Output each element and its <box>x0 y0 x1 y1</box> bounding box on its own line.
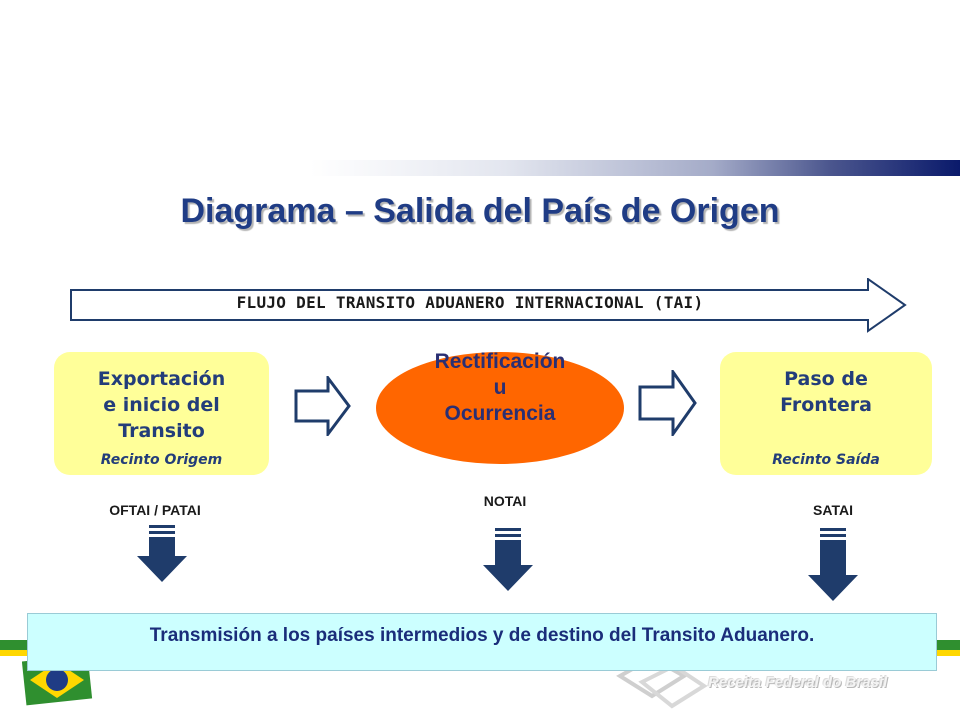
stage-rectification-label: Rectificación u Ocurrencia <box>434 350 566 425</box>
message-code-left: OFTAI / PATAI <box>109 502 201 518</box>
down-arrow-right <box>808 528 858 601</box>
receita-logo-text: Receita Federal do Brasil <box>708 674 888 691</box>
hollow-arrow-1 <box>294 376 351 436</box>
stage-export-title: Exportación e inicio del Transito <box>97 368 226 442</box>
hollow-arrow-2 <box>638 370 697 436</box>
footer-message-box <box>27 613 937 671</box>
flow-banner-label: FLUJO DEL TRANSITO ADUANERO INTERNACIONA… <box>236 293 704 312</box>
down-arrow-left <box>137 525 187 582</box>
stage-border-box: Paso de Frontera Recinto Saída <box>720 352 932 475</box>
stage-export-box: Exportación e inicio del Transito Recint… <box>54 352 269 475</box>
stage-rectification-ellipse <box>376 352 624 464</box>
message-code-right: SATAI <box>813 502 853 518</box>
stage-border-title: Paso de Frontera <box>780 368 872 416</box>
header-gradient-bar <box>310 160 960 176</box>
stage-border-subtitle: Recinto Saída <box>772 452 880 468</box>
message-code-middle: NOTAI <box>483 493 527 509</box>
stage-export-subtitle: Recinto Origem <box>100 452 223 468</box>
flow-banner-arrow <box>70 278 907 333</box>
footer-message-text: Transmisión a los países intermedios y d… <box>149 625 815 646</box>
page-title: Diagrama – Salida del País de Origen <box>180 192 780 230</box>
down-arrow-middle <box>483 528 533 591</box>
